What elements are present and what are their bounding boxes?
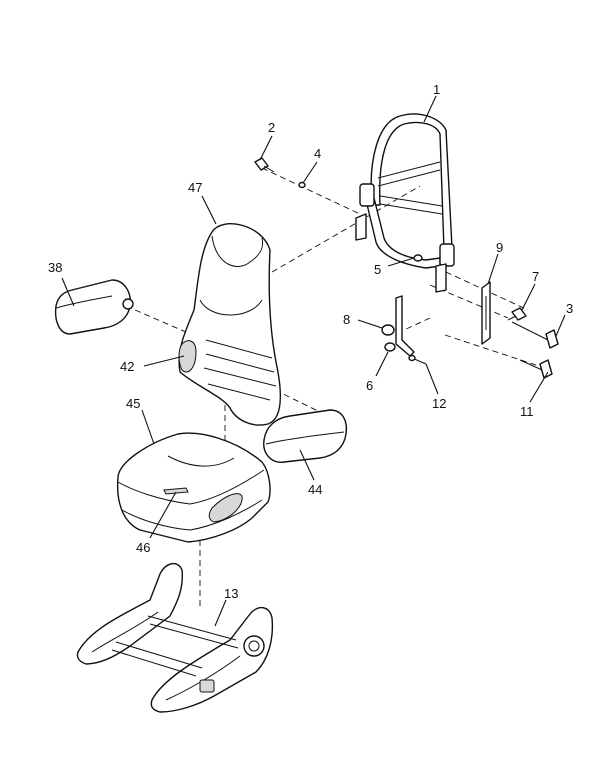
callouts: 1 2 3 4 5 6 7 8 9 11 12 13 38 42 44 45 4… xyxy=(48,82,573,601)
callout-44: 44 xyxy=(308,482,322,497)
callout-4: 4 xyxy=(314,146,321,161)
callout-7: 7 xyxy=(532,269,539,284)
callout-2: 2 xyxy=(268,120,275,135)
callout-45: 45 xyxy=(126,396,140,411)
frame-bar-part-1 xyxy=(355,113,455,293)
callout-5: 5 xyxy=(374,262,381,277)
callout-12: 12 xyxy=(432,396,446,411)
armrest-part-44 xyxy=(263,409,348,463)
leader-lines xyxy=(61,95,566,627)
callout-9: 9 xyxy=(496,240,503,255)
seat-base-part-13 xyxy=(76,563,274,713)
armrest-part-38 xyxy=(54,279,134,335)
callout-11: 11 xyxy=(520,404,534,419)
callout-8: 8 xyxy=(343,312,350,327)
callout-46: 46 xyxy=(136,540,150,555)
callout-3: 3 xyxy=(566,301,573,316)
callout-42: 42 xyxy=(120,359,134,374)
seat-cushion-part-45 xyxy=(116,432,271,543)
callout-6: 6 xyxy=(366,378,373,393)
callout-47: 47 xyxy=(188,180,202,195)
callout-38: 38 xyxy=(48,260,62,275)
callout-1: 1 xyxy=(433,82,440,97)
callout-13: 13 xyxy=(224,586,238,601)
seat-back-part-47 xyxy=(178,223,282,426)
bracket-part-9 xyxy=(481,281,491,345)
hardware xyxy=(254,157,559,379)
